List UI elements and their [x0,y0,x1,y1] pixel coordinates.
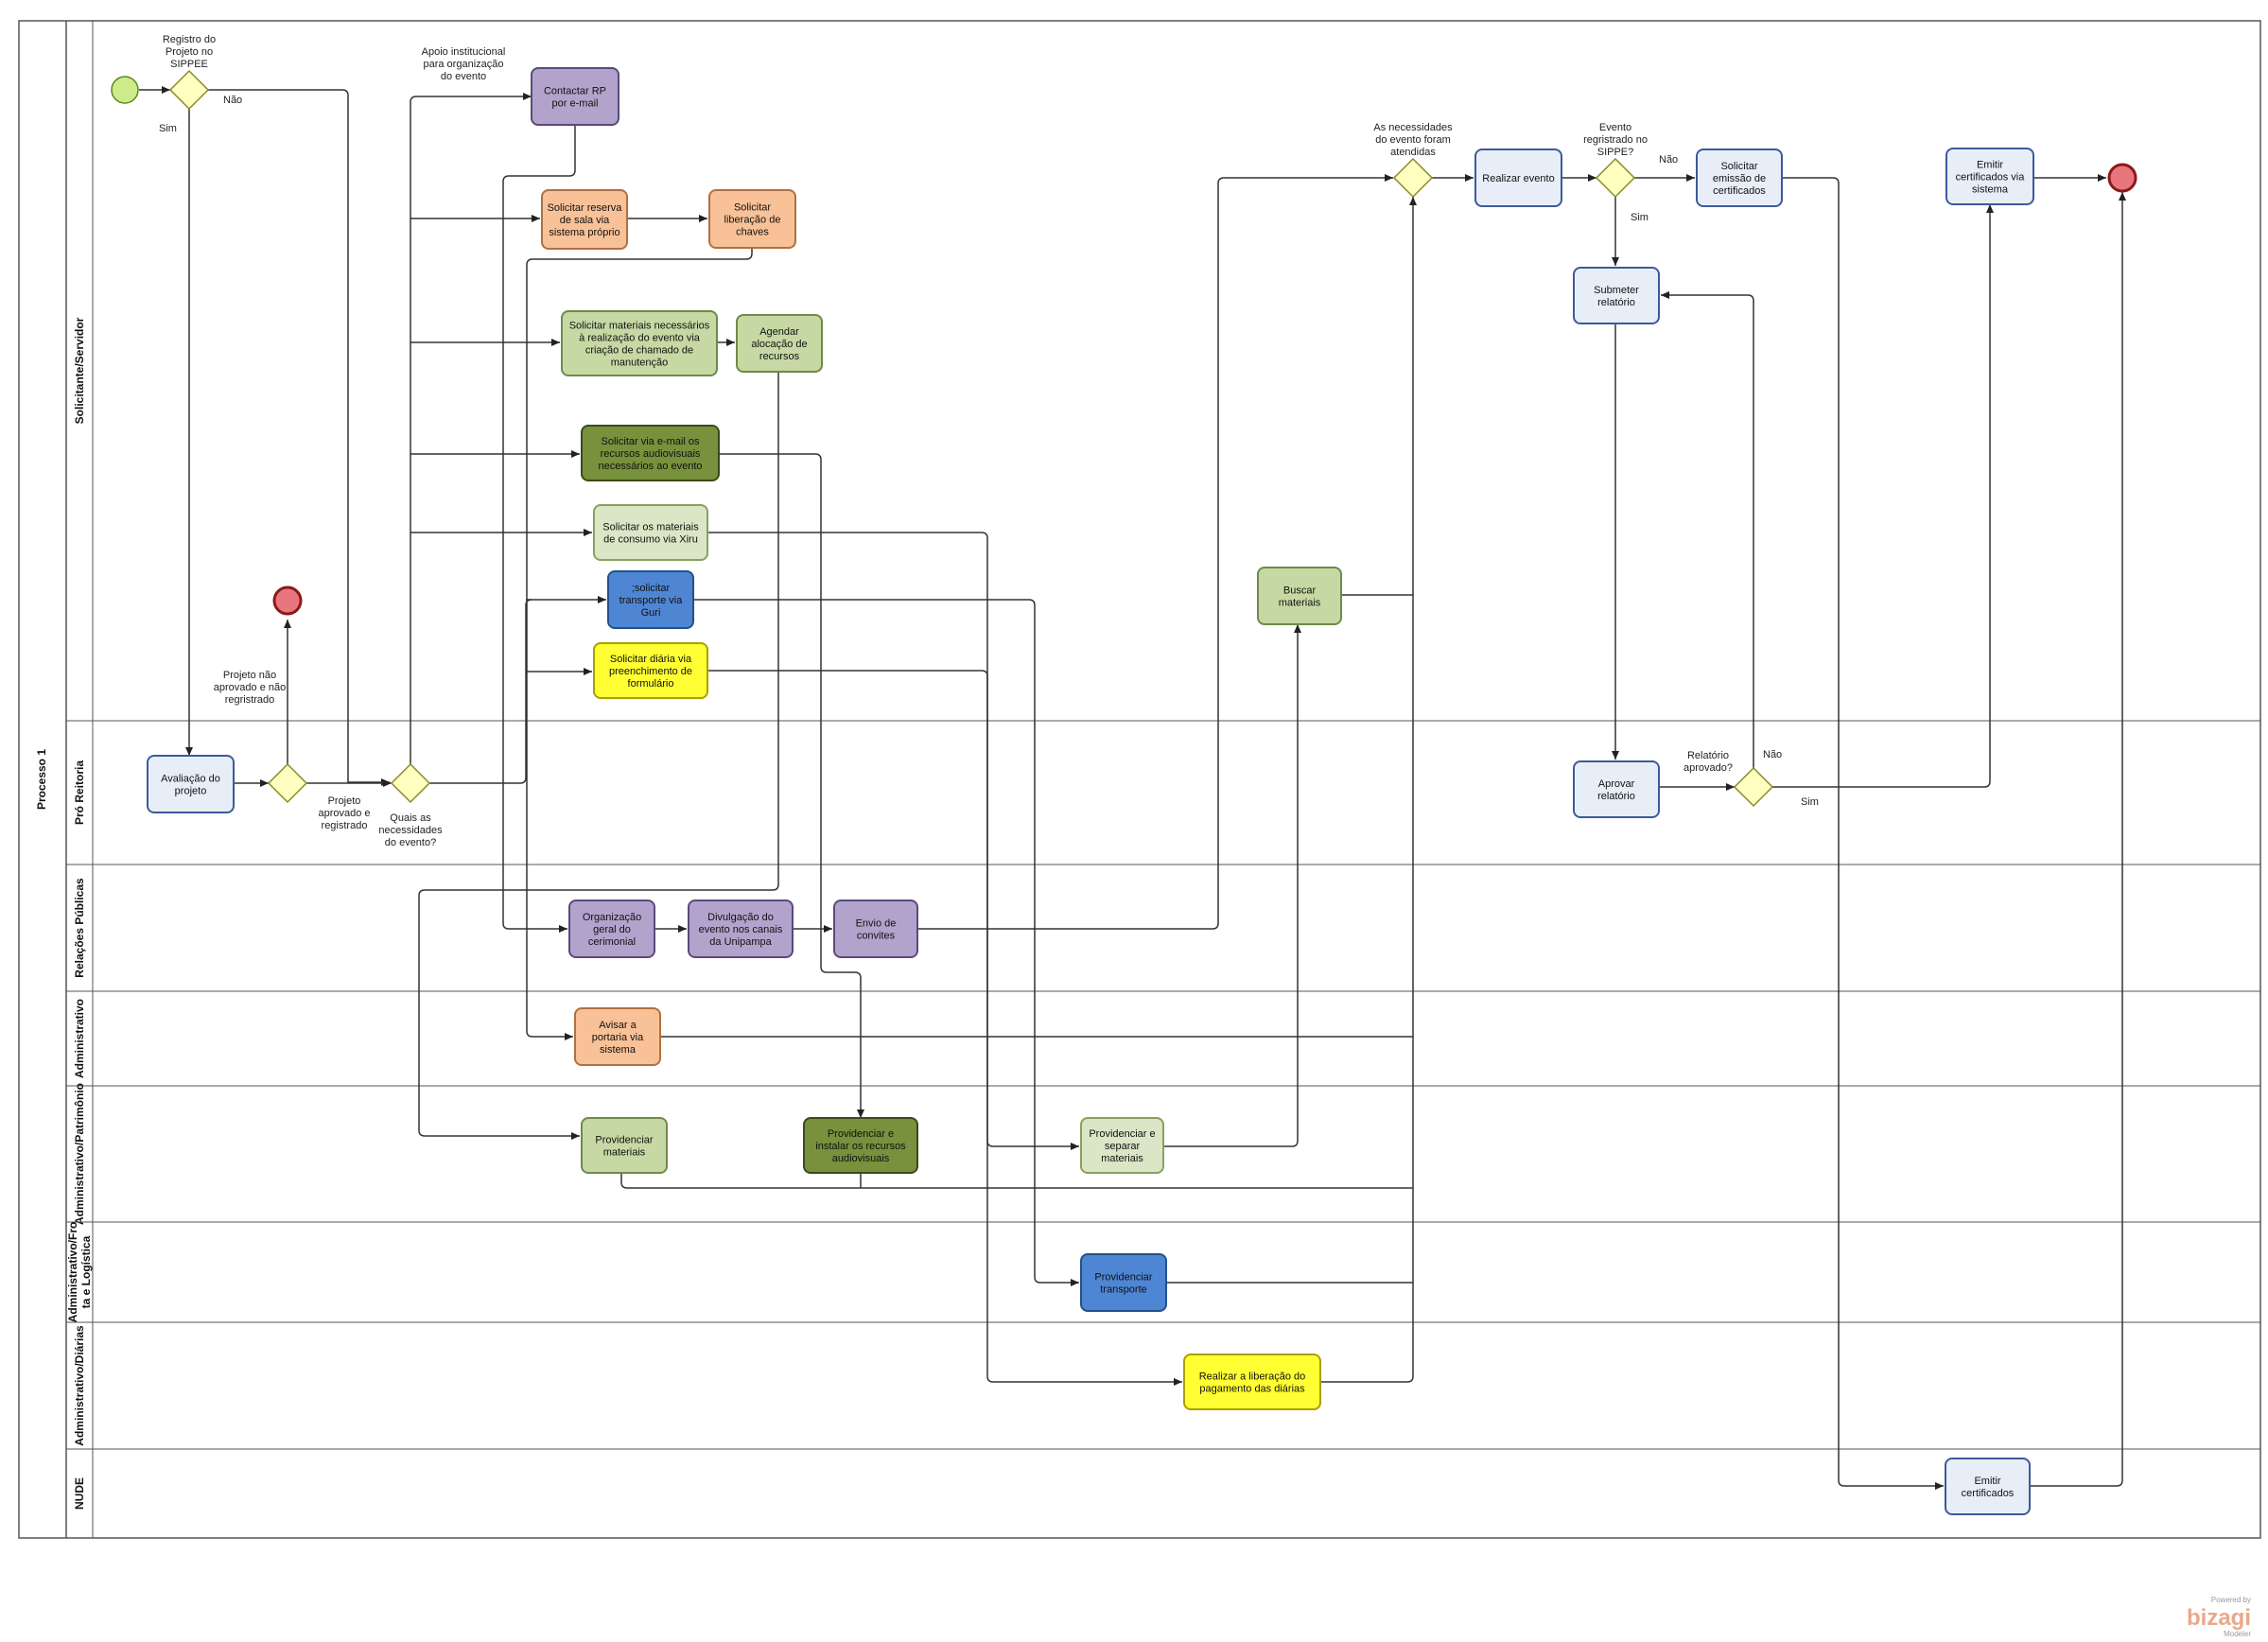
flow-label-registro-sim: Sim [159,123,177,134]
lane-label-solicitante: Solicitante/Servidor [73,317,86,424]
flow-label-relatorio-nao: Não [1763,749,1782,760]
end-event-not-approved[interactable] [272,585,303,616]
pool-label: Processo 1 [35,749,48,810]
watermark-bottom: Modeler [2224,1630,2251,1638]
lane-label-proreitoria: Pró Reitoria [73,760,86,825]
flow-label-sippe-sim: Sim [1631,212,1649,223]
flow-label-relatorio-sim: Sim [1801,796,1819,808]
lane-label-diarias: Administrativo/Diárias [73,1325,86,1446]
gateway-gw_aprovado[interactable] [267,762,308,804]
task-realizar[interactable]: Realizar evento [1474,148,1562,207]
flow-label-registro-nao: Não [223,95,242,106]
lane-label-nude: NUDE [73,1477,86,1510]
lane-label-adm: Administrativo [73,999,86,1078]
flow-label-sippe-nao: Não [1659,154,1678,166]
watermark-top: Powered by [2211,1596,2251,1604]
lane-label-rp: Relações Públicas [73,878,86,978]
events [111,76,2137,616]
end-event[interactable] [2107,163,2137,193]
lane-label-frota: Administrativo/Frota e Logística [66,1222,93,1323]
watermark-brand: bizagi [2187,1605,2251,1631]
task-label: Realizar evento [1482,173,1554,184]
start-event[interactable] [111,76,139,104]
bizagi-watermark: Powered by bizagi Modeler [2187,1596,2251,1638]
sequence-flows [139,86,2126,1490]
lane-label-patrimonio: Administrativo/Patrimônio [73,1083,86,1225]
